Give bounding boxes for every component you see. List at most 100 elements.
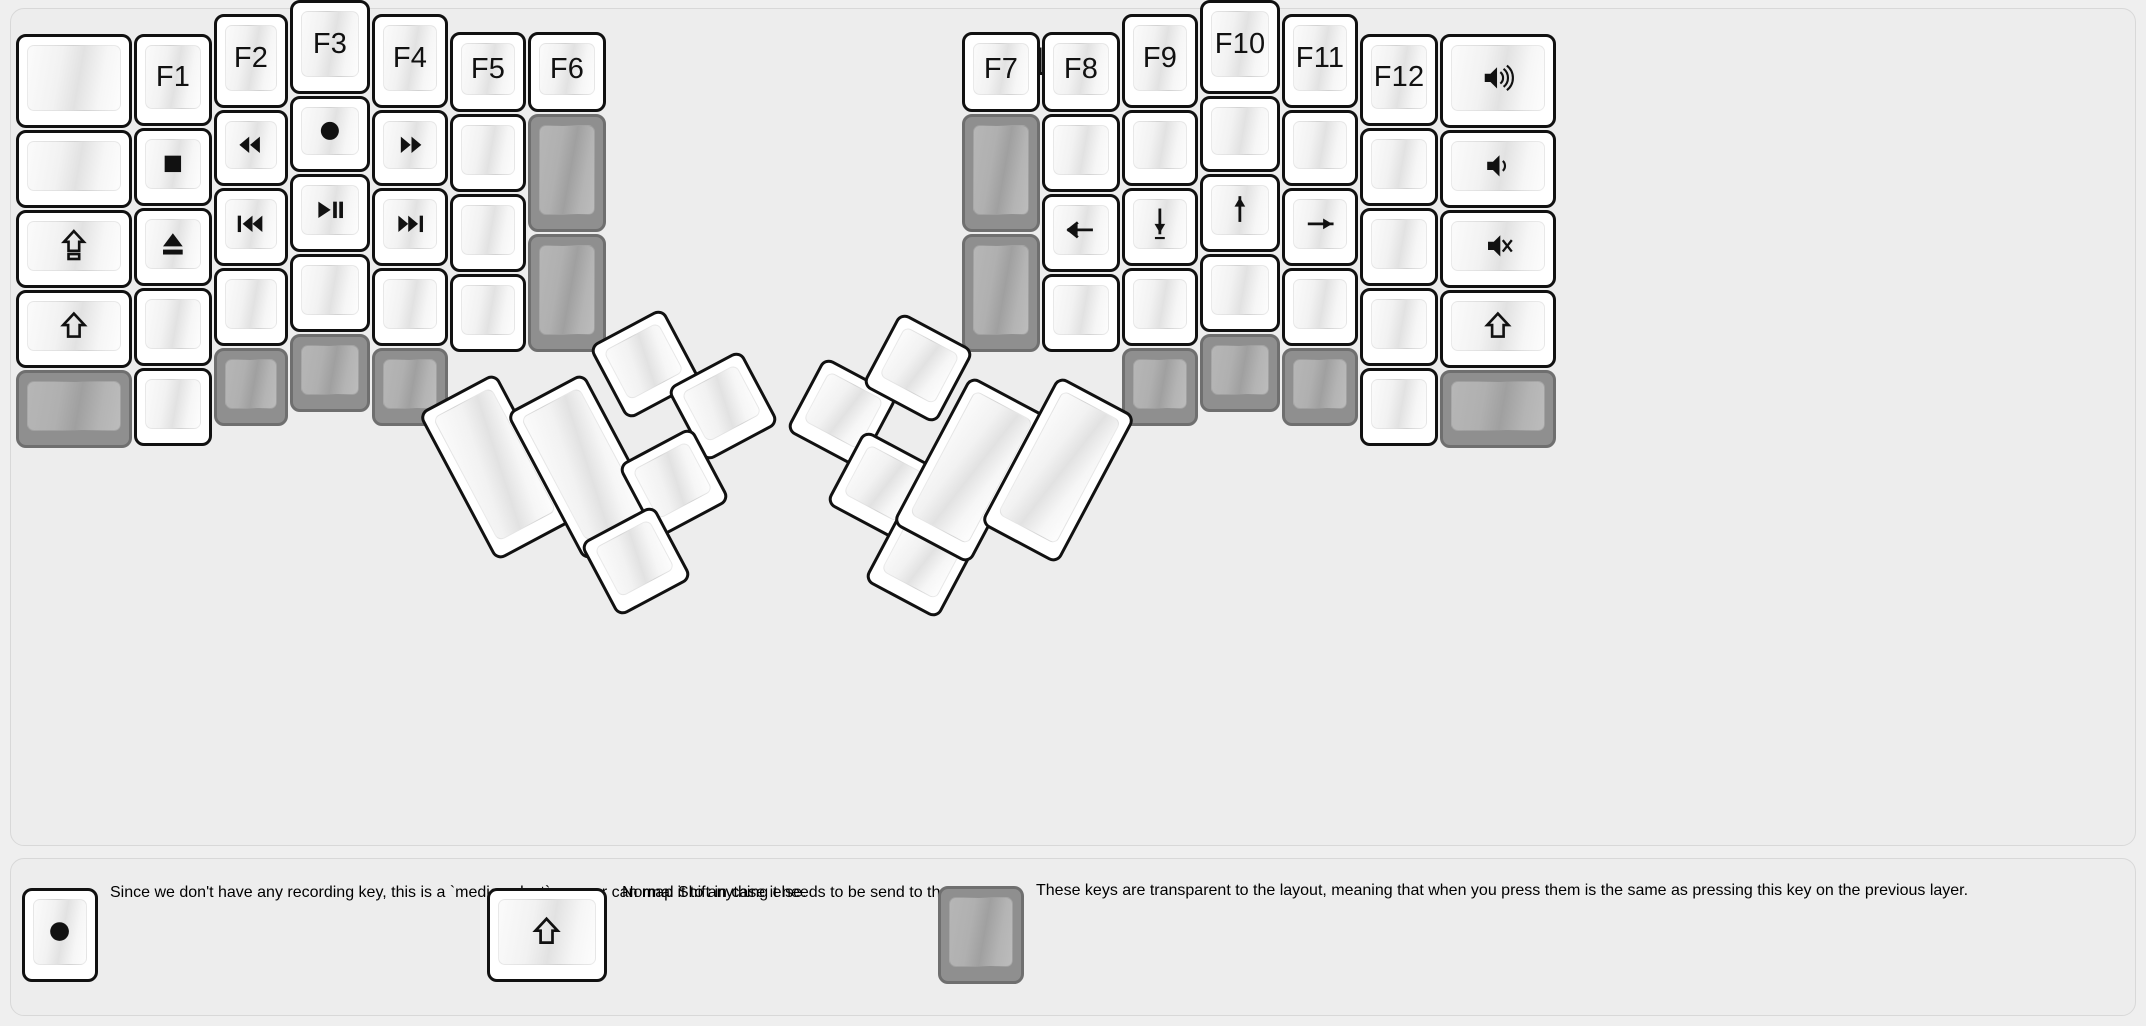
key-col-f10-row1[interactable]: F10 — [1200, 0, 1280, 94]
key-col-f9-row2[interactable] — [1122, 110, 1198, 186]
keycap-face — [145, 379, 201, 429]
arrow-down-icon — [1141, 205, 1179, 243]
keycap-face — [1371, 379, 1427, 429]
key-label: F12 — [1373, 60, 1425, 93]
key-col-outer-right-row2[interactable] — [1440, 130, 1556, 208]
key-col-f1-row3[interactable] — [134, 208, 212, 286]
keycap-face — [1371, 219, 1427, 269]
key-col-f5-row1[interactable]: F5 — [450, 32, 526, 112]
keycap-face — [878, 326, 960, 405]
key-col-f1-row4[interactable] — [134, 288, 212, 366]
key-col-f3-row5[interactable] — [290, 334, 370, 412]
keycap-face — [225, 359, 277, 409]
key-col-f6-row3[interactable] — [528, 234, 606, 352]
media-next-track-icon — [391, 205, 429, 243]
keycap-face — [461, 205, 515, 255]
key-col-f4-row4[interactable] — [372, 268, 448, 346]
key-col-f9-row3[interactable] — [1122, 188, 1198, 266]
key-col-outer-left-row5[interactable] — [16, 370, 132, 448]
key-col-f10-row4[interactable] — [1200, 254, 1280, 332]
keycap-face — [949, 897, 1013, 967]
keycap-face — [383, 279, 437, 329]
key-col-f1-row2[interactable] — [134, 128, 212, 206]
key-col-f3-row3[interactable] — [290, 174, 370, 252]
key-col-f11-row5[interactable] — [1282, 348, 1358, 426]
key-col-f8-row2[interactable] — [1042, 114, 1120, 192]
key-col-f12-row2[interactable] — [1360, 128, 1438, 206]
media-record-icon — [40, 912, 79, 951]
keycap-face — [973, 125, 1029, 215]
key-col-f8-row4[interactable] — [1042, 274, 1120, 352]
shift-arrow-icon — [1479, 307, 1517, 345]
key-col-f7-row1[interactable]: F7 — [962, 32, 1040, 112]
key-col-f8-row3[interactable] — [1042, 194, 1120, 272]
keycap-face — [539, 125, 595, 215]
keycap-face — [973, 245, 1029, 335]
key-label: F5 — [470, 52, 506, 85]
key-col-f7-row2[interactable] — [962, 114, 1040, 232]
key-col-outer-right-row3[interactable] — [1440, 210, 1556, 288]
key-col-f11-row2[interactable] — [1282, 110, 1358, 186]
key-col-f3-row2[interactable] — [290, 96, 370, 172]
key-col-outer-right-row5[interactable] — [1440, 370, 1556, 448]
key-col-f6-row2[interactable] — [528, 114, 606, 232]
key-label: F1 — [155, 60, 191, 93]
legend-shift-sample-key[interactable] — [487, 888, 607, 982]
key-col-f5-row4[interactable] — [450, 274, 526, 352]
key-col-f5-row2[interactable] — [450, 114, 526, 192]
keycap-face — [1293, 121, 1347, 169]
arrow-right-icon — [1301, 205, 1339, 243]
key-col-f8-row1[interactable]: F8 — [1042, 32, 1120, 112]
key-col-f12-row3[interactable] — [1360, 208, 1438, 286]
legend-transparent-sample-key[interactable] — [938, 886, 1024, 984]
key-col-f11-row1[interactable]: F11 — [1282, 14, 1358, 108]
key-label: F9 — [1142, 41, 1178, 74]
key-col-f4-row1[interactable]: F4 — [372, 14, 448, 108]
shift-arrow-icon — [527, 912, 566, 951]
key-col-f2-row2[interactable] — [214, 110, 288, 186]
key-label: F2 — [233, 41, 269, 74]
keycap-face — [27, 141, 121, 191]
key-col-f2-row1[interactable]: F2 — [214, 14, 288, 108]
legend-record-sample-key[interactable] — [22, 888, 98, 982]
key-col-f2-row4[interactable] — [214, 268, 288, 346]
key-col-f9-row4[interactable] — [1122, 268, 1198, 346]
key-col-outer-left-row1[interactable] — [16, 34, 132, 128]
key-col-f2-row3[interactable] — [214, 188, 288, 266]
key-label: F7 — [983, 52, 1019, 85]
keycap-face — [225, 279, 277, 329]
media-eject-icon — [154, 225, 192, 263]
key-col-f1-row5[interactable] — [134, 368, 212, 446]
key-col-f12-row5[interactable] — [1360, 368, 1438, 446]
key-col-outer-right-row1[interactable] — [1440, 34, 1556, 128]
keycap-face — [1371, 139, 1427, 189]
arrow-up-icon — [1221, 191, 1259, 229]
keycap-face — [1211, 345, 1269, 395]
media-record-icon — [311, 112, 349, 150]
key-col-f5-row3[interactable] — [450, 194, 526, 272]
key-col-f3-row1[interactable]: F3 — [290, 0, 370, 94]
key-col-outer-left-row2[interactable] — [16, 130, 132, 208]
key-col-outer-left-row4[interactable] — [16, 290, 132, 368]
key-col-f12-row1[interactable]: F12 — [1360, 34, 1438, 126]
key-col-f6-row1[interactable]: F6 — [528, 32, 606, 112]
key-col-f2-row5[interactable] — [214, 348, 288, 426]
keycap-face — [27, 381, 121, 431]
key-col-outer-right-row4[interactable] — [1440, 290, 1556, 368]
volume-down-icon — [1479, 147, 1517, 185]
key-col-f12-row4[interactable] — [1360, 288, 1438, 366]
key-col-f1-row1[interactable]: F1 — [134, 34, 212, 126]
key-col-f7-row3[interactable] — [962, 234, 1040, 352]
key-col-f9-row5[interactable] — [1122, 348, 1198, 426]
key-col-f4-row3[interactable] — [372, 188, 448, 266]
key-col-f10-row5[interactable] — [1200, 334, 1280, 412]
key-col-outer-left-row3[interactable] — [16, 210, 132, 288]
key-col-f4-row2[interactable] — [372, 110, 448, 186]
keycap-face — [1371, 299, 1427, 349]
key-col-f11-row3[interactable] — [1282, 188, 1358, 266]
key-col-f10-row2[interactable] — [1200, 96, 1280, 172]
key-col-f10-row3[interactable] — [1200, 174, 1280, 252]
key-col-f11-row4[interactable] — [1282, 268, 1358, 346]
key-col-f3-row4[interactable] — [290, 254, 370, 332]
key-col-f9-row1[interactable]: F9 — [1122, 14, 1198, 108]
